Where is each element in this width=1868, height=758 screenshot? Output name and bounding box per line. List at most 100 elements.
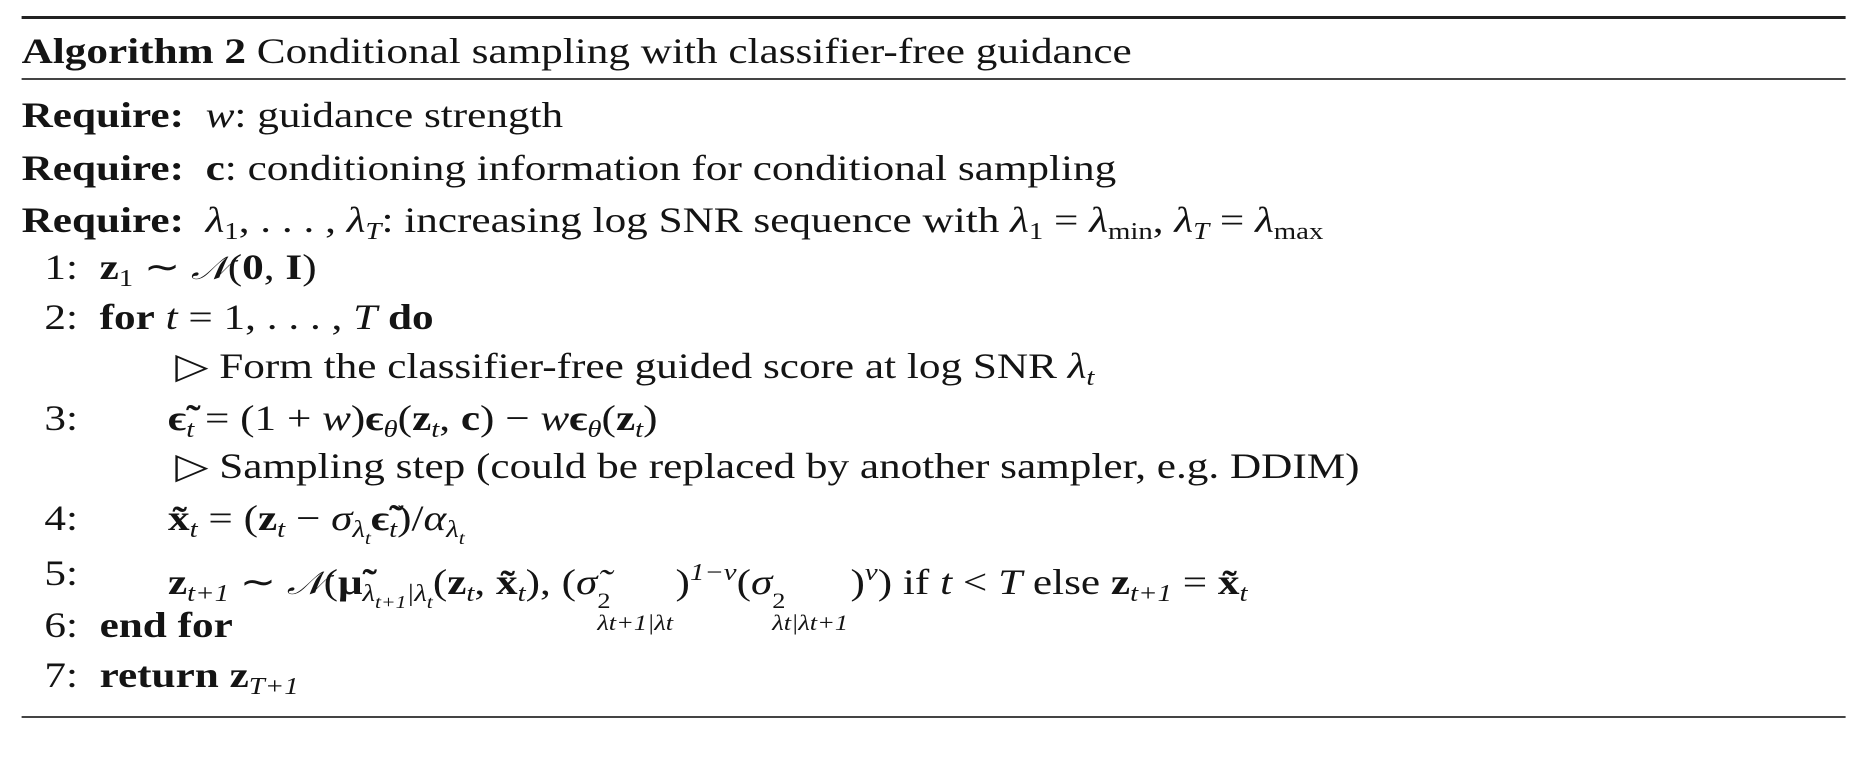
math-bold-symbol: z (257, 498, 278, 538)
keyword: return (99, 655, 219, 695)
text: ) (643, 398, 658, 438)
math-subscript: t (431, 417, 440, 443)
line-content: x̃t = (zt − σλtϵ̃t)/αλt (168, 500, 465, 556)
text: ∼ (133, 247, 191, 287)
math-bold-symbol: z (168, 562, 188, 602)
text (219, 655, 230, 695)
text (155, 297, 166, 337)
text: ) (675, 562, 690, 602)
math-bold-symbol: ϵ (365, 398, 384, 438)
math-bold-symbol: z (229, 655, 249, 695)
math-subscript: λ (352, 517, 365, 543)
algorithm-title: Conditional sampling with classifier-fre… (256, 31, 1132, 71)
math-subscript: t (1086, 365, 1095, 391)
math-symbol: w (540, 398, 570, 438)
keyword: Require: (21, 95, 184, 135)
math-symbol: λ (1174, 200, 1194, 240)
math-superscript: v (864, 560, 878, 586)
line-content: return zT+1 (100, 657, 299, 705)
math-symbol: σ (331, 498, 353, 538)
math-symbol: w (322, 398, 351, 438)
line-number: 5: (44, 553, 79, 593)
keyword: end for (99, 605, 233, 645)
text: < (952, 562, 999, 602)
math-subscript: t (277, 517, 286, 543)
text: , (263, 247, 286, 287)
text: ( (227, 247, 243, 287)
line-content: Require: w: guidance strength (22, 97, 564, 133)
line-content: ▷ Form the classifier-free guided score … (175, 348, 1094, 396)
text: = (1171, 562, 1218, 602)
math-subscript: λt|λt+1 (772, 610, 849, 635)
text: = (1209, 200, 1256, 240)
text: = (1043, 200, 1090, 240)
text: ( (736, 562, 751, 602)
math-symbol: λ (346, 200, 366, 240)
text: = 1, . . . , (177, 297, 354, 337)
text: ( (323, 562, 339, 602)
math-bold-symbol: z (1110, 562, 1131, 602)
algorithm-caption: Algorithm 2 Conditional sampling with cl… (22, 33, 1132, 69)
math-sub-subscript: t (458, 528, 465, 548)
text: = (1 + (194, 398, 323, 438)
math-symbol: w (205, 95, 235, 135)
math-symbol: T (353, 297, 378, 337)
line-number: 4: (44, 498, 79, 538)
math-bold-symbol: z (99, 247, 119, 287)
text: ) if (877, 562, 941, 602)
line-content: Require: λ1, . . . , λT: increasing log … (22, 202, 1324, 250)
math-symbol: T (998, 562, 1023, 602)
line-content: z1 ∼ 𝒩(0, I) (100, 249, 317, 297)
text: ( (432, 562, 448, 602)
math-subscript: |λ (406, 581, 427, 607)
math-symbol: σ (750, 562, 773, 602)
math-bold-symbol: μ̃ (338, 562, 363, 602)
math-symbol: λ (1067, 346, 1087, 386)
math-subscript: t (189, 517, 198, 543)
math-bold-symbol: x̃ (496, 562, 518, 602)
math-subscript: t (186, 417, 195, 443)
math-subscript: t (389, 517, 398, 543)
math-subscript: t (1239, 581, 1248, 607)
text: = ( (197, 498, 258, 538)
text: ) − (480, 398, 541, 438)
math-sub-subscript: t (426, 592, 433, 612)
math-bold-symbol: c (460, 398, 481, 438)
math-subscript: min (1107, 219, 1153, 245)
math-bold-symbol: c (205, 148, 225, 188)
math-superscript: 1−v (689, 560, 737, 586)
text: : increasing log SNR sequence with (381, 200, 1011, 240)
math-bold-symbol: I (285, 247, 303, 287)
text (184, 200, 206, 240)
line-number: 6: (44, 605, 79, 645)
text: : guidance strength (234, 95, 564, 135)
math-bold-symbol: ϵ̃ (168, 398, 187, 438)
math-sub-subscript: t+1 (375, 592, 407, 612)
math-subscript: T+1 (248, 674, 299, 700)
line-content: ▷ Sampling step (could be replaced by an… (175, 448, 1359, 484)
text: , (1152, 200, 1175, 240)
math-subscript: λ (446, 517, 459, 543)
text: ( (601, 398, 616, 438)
line-number: 1: (44, 247, 79, 287)
text: ) (302, 247, 317, 287)
math-calligraphic: 𝒩 (286, 564, 324, 602)
math-symbol: λ (1089, 200, 1108, 240)
math-bold-symbol: z (447, 562, 467, 602)
keyword: Require: (21, 148, 184, 188)
math-subscript: 1 (118, 266, 134, 292)
math-bold-symbol: ϵ̃ (370, 498, 390, 538)
line-content: ϵ̃t = (1 + w)ϵθ(zt, c) − wϵθ(zt) (168, 400, 658, 448)
math-subscript: 1 (224, 219, 239, 245)
line-number: 2: (44, 297, 79, 337)
keyword: for (99, 297, 155, 337)
text: ∼ (229, 562, 287, 602)
math-symbol: σ̃ (576, 562, 598, 602)
math-subscript: max (1273, 219, 1324, 245)
caption-rule (21, 78, 1846, 80)
text: )/ (397, 498, 424, 538)
